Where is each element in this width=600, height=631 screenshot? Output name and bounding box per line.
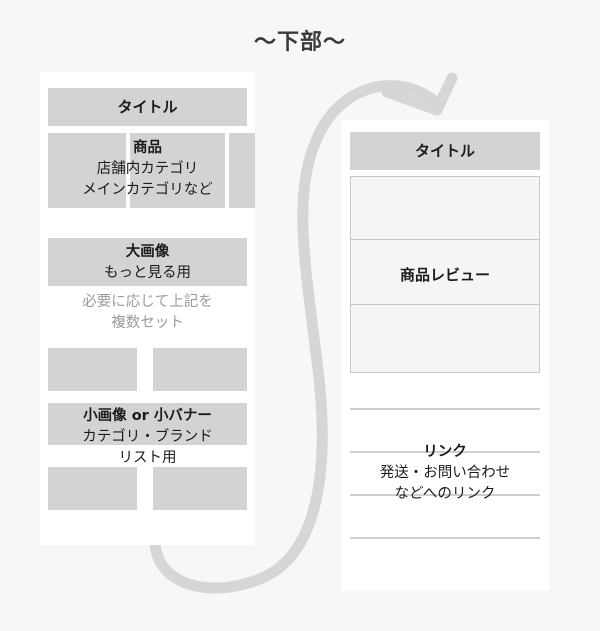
large-image-block: [48, 238, 247, 286]
right-title-bar-block: [350, 132, 540, 170]
repeat-note-line2: 複数セット: [111, 315, 184, 331]
small-image-line1: 小画像 or 小バナー: [83, 408, 212, 424]
repeat-note-text: 必要に応じて上記を 複数セット: [48, 292, 247, 334]
left-panel: タイトル 商品 店舗内カテゴリ メインカテゴリなど 大画像 もっと見る用 必要に…: [40, 72, 255, 545]
large-image-line1: 大画像: [125, 244, 170, 260]
product-block-1: [48, 133, 126, 208]
link-section-line2: 発送・お問い合わせ: [379, 465, 511, 481]
left-title-bar-block: [48, 88, 247, 126]
product-section-line2: 店舗内カテゴリ: [96, 161, 199, 177]
link-rule-3: [350, 494, 540, 496]
right-title-bar-label: タイトル: [414, 142, 475, 160]
large-image-text: 大画像 もっと見る用: [48, 242, 247, 284]
product-block-2: [130, 133, 225, 208]
thumb-block-4: [153, 467, 247, 510]
small-image-line2: カテゴリ・ブランド: [82, 429, 213, 445]
flow-arrow-head: [381, 72, 458, 116]
thumb-block-2: [153, 348, 247, 391]
product-section-text: 商品 店舗内カテゴリ メインカテゴリなど: [40, 138, 255, 201]
content-cell-top: [350, 176, 540, 240]
product-section-line1: 商品: [133, 140, 162, 156]
review-cell-label: 商品レビュー: [399, 266, 490, 284]
link-rule-1: [350, 408, 540, 410]
small-image-block: [48, 403, 247, 445]
left-title-bar-label: タイトル: [117, 98, 178, 116]
thumb-block-1: [48, 348, 137, 391]
content-cell-bottom: [350, 304, 540, 373]
link-rule-4: [350, 537, 540, 539]
large-image-line2: もっと見る用: [104, 265, 191, 281]
small-image-line3: リスト用: [118, 450, 177, 466]
page-title: 〜下部〜: [253, 30, 346, 55]
repeat-note-line1: 必要に応じて上記を: [82, 294, 213, 310]
right-panel: タイトル 商品レビュー リンク 発送・お問い合わせ などへのリンク: [341, 120, 549, 590]
product-block-3: [229, 133, 255, 208]
review-cell: [350, 239, 540, 305]
link-section-text: リンク 発送・お問い合わせ などへのリンク: [341, 442, 549, 505]
link-section-line1: リンク: [423, 444, 467, 460]
thumb-block-3: [48, 467, 137, 510]
link-section-line3: などへのリンク: [394, 486, 496, 502]
small-image-text: 小画像 or 小バナー カテゴリ・ブランド リスト用: [40, 406, 255, 469]
link-rule-2: [350, 451, 540, 453]
product-section-line3: メインカテゴリなど: [82, 182, 213, 198]
